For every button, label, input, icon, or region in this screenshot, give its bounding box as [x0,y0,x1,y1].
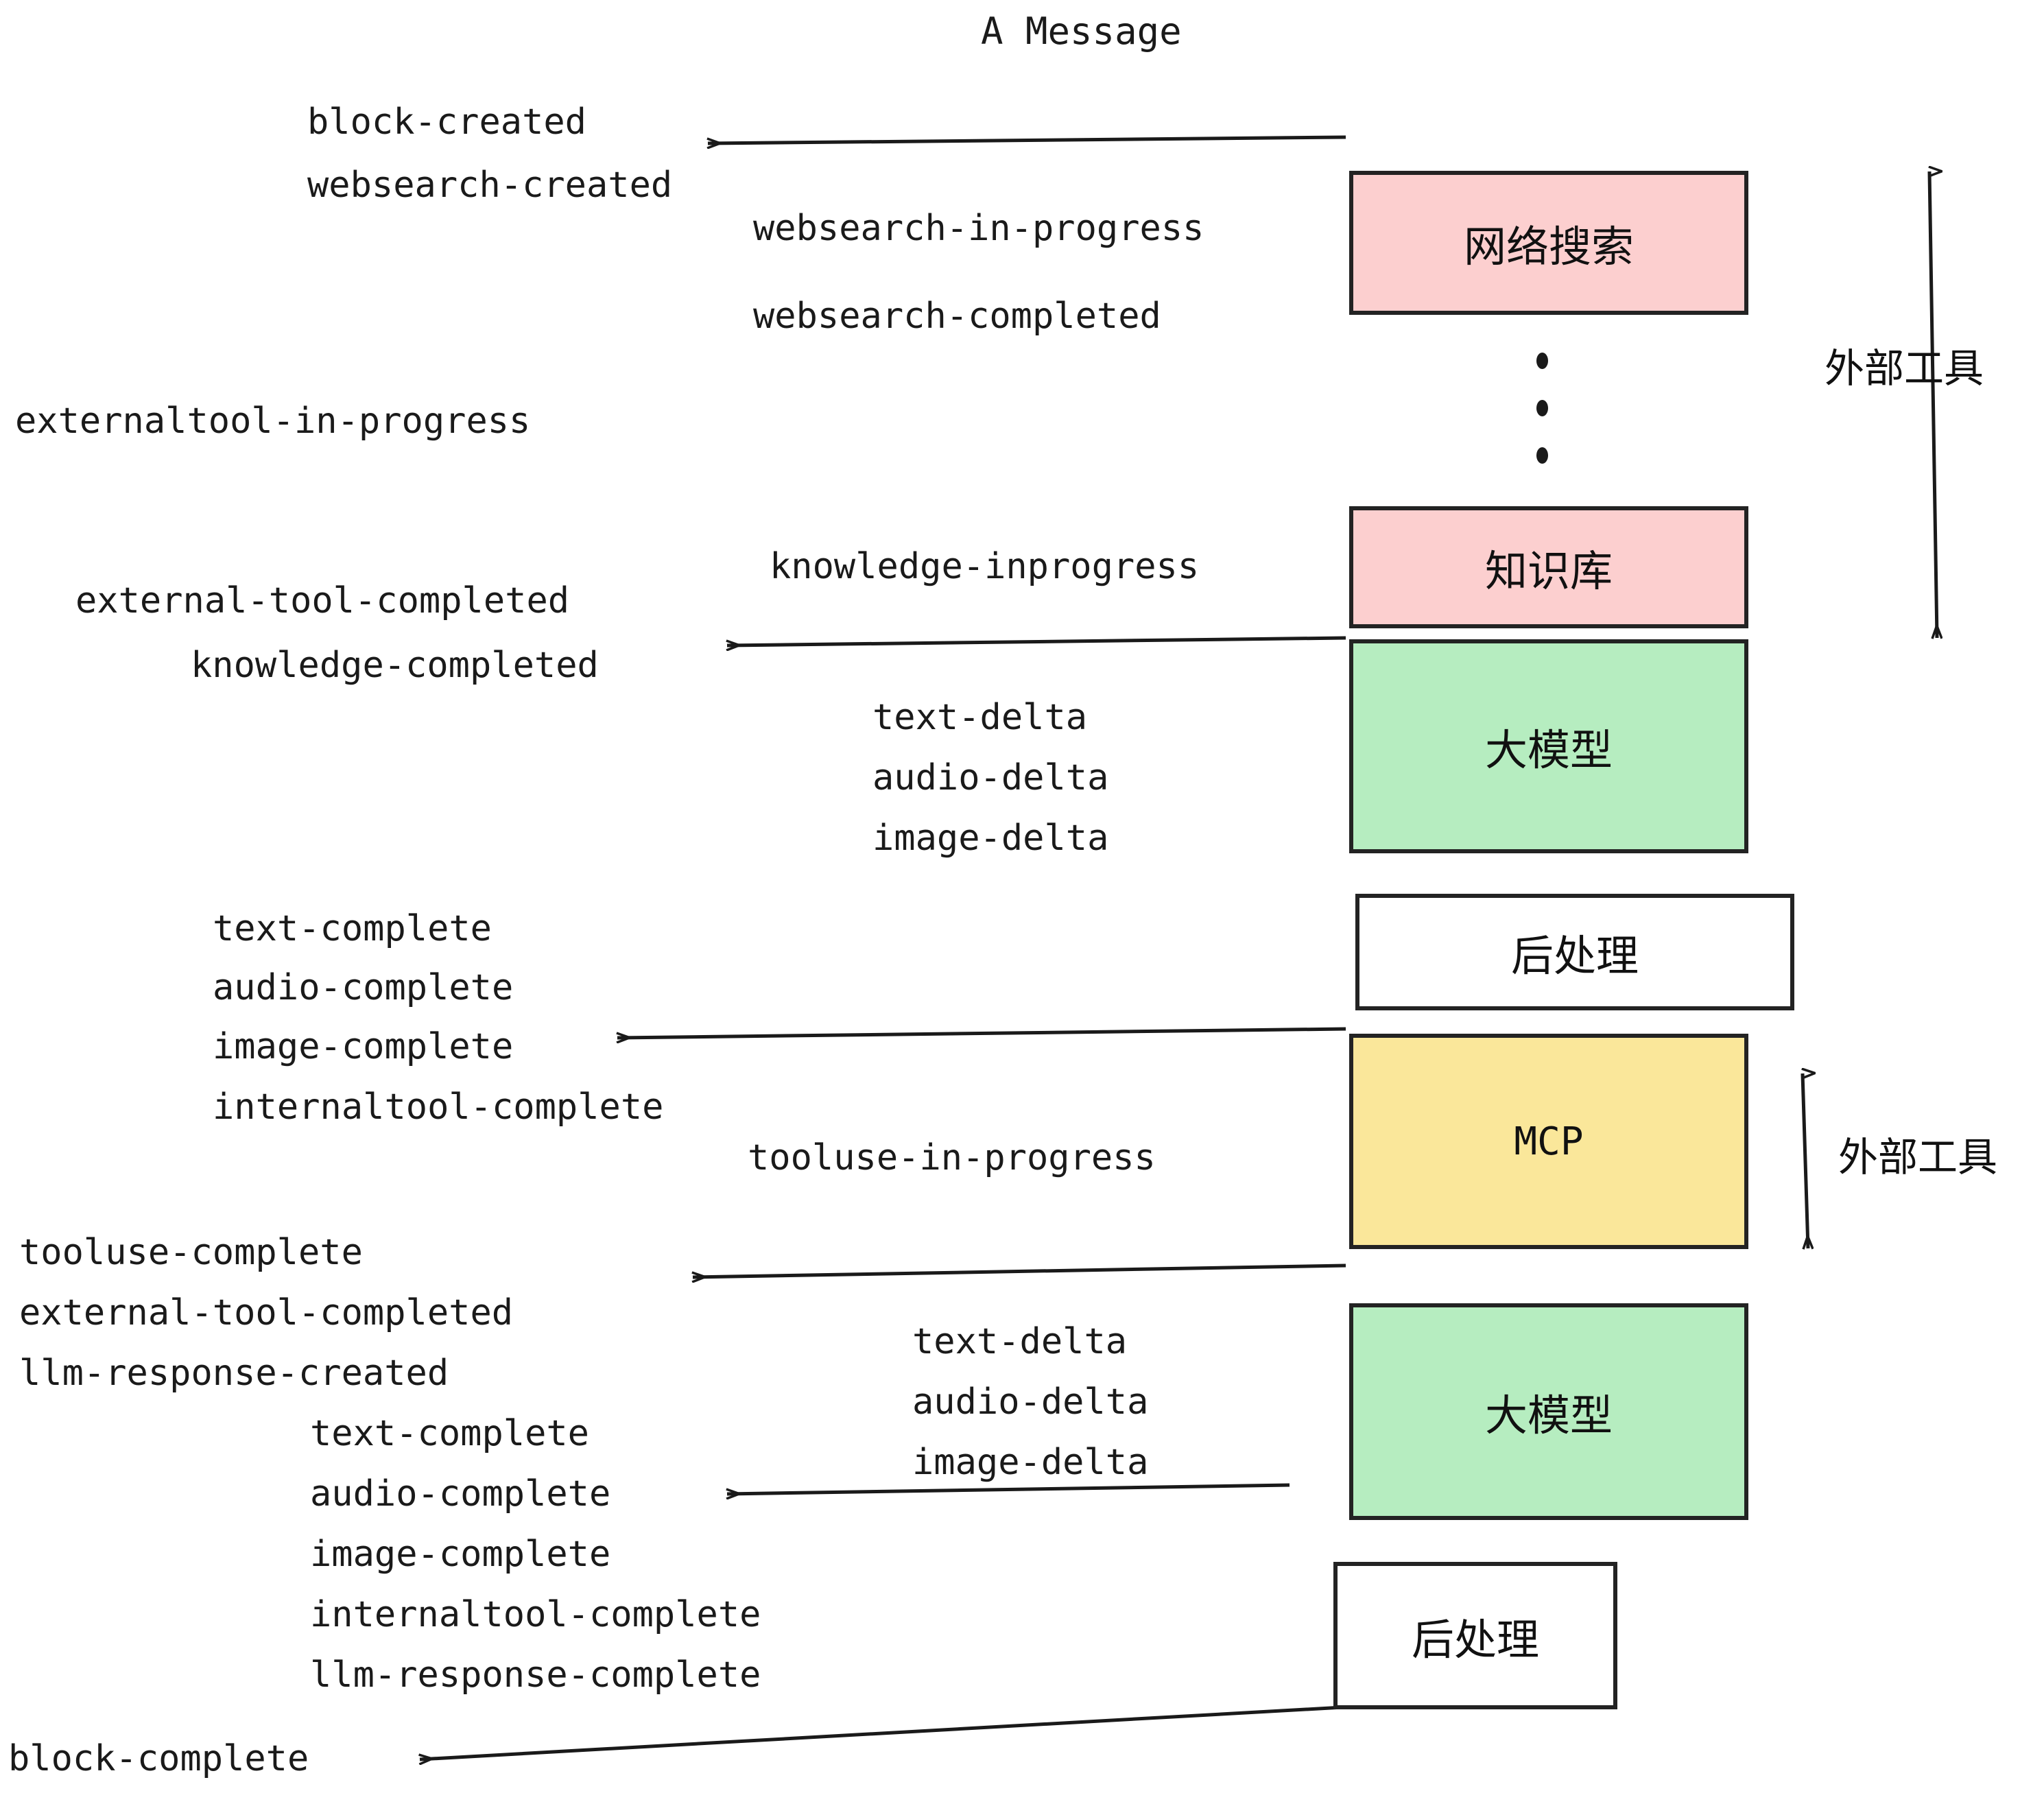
label-external-tool-bottom: 外部工具 [1838,1134,1998,1180]
event-websearch-in-progress: websearch-in-progress [753,208,1204,249]
box-websearch-label: 网络搜索 [1463,222,1634,272]
ellipsis-dot-3 [1536,447,1548,464]
event-tooluse-complete: tooluse-complete [19,1232,363,1273]
box-knowledge[interactable]: 知识库 [1349,506,1748,628]
arrow-knowledge-to-completed [727,636,1346,645]
event-block-created: block-created [307,102,586,143]
event-image-delta-1: image-delta [872,818,1109,859]
event-tooluse-in-progress: tooluse-in-progress [748,1137,1156,1178]
box-postprocess-bottom[interactable]: 后处理 [1333,1562,1617,1709]
event-text-delta-2: text-delta [912,1321,1128,1362]
box-postprocess-bottom-label: 后处理 [1411,1614,1539,1665]
event-internaltool-complete-1: internaltool-complete [213,1087,664,1128]
event-text-complete-1: text-complete [213,908,492,949]
event-image-delta-2: image-delta [912,1442,1149,1483]
event-externaltool-in-progress: externaltool-in-progress [15,401,531,442]
bracket-external-tool-top [1927,171,1937,638]
box-mcp-label: MCP [1514,1119,1584,1164]
diagram-title: A Message [981,10,1182,53]
arrow-mcp-to-tooluse-complete [693,1263,1346,1277]
event-block-complete: block-complete [8,1738,309,1779]
event-audio-delta-1: audio-delta [872,757,1109,798]
box-llm-top[interactable]: 大模型 [1349,639,1748,853]
box-mcp[interactable]: MCP [1349,1034,1748,1249]
box-llm-bottom-label: 大模型 [1484,1390,1613,1440]
box-llm-bottom[interactable]: 大模型 [1349,1303,1748,1520]
box-postprocess-top-label: 后处理 [1510,931,1639,981]
event-websearch-completed: websearch-completed [753,296,1161,337]
event-text-delta-1: text-delta [872,697,1088,738]
arrow-llm-to-audio-complete [727,1483,1290,1494]
arrow-websearch-to-block [708,135,1346,143]
ellipsis-dot-1 [1536,353,1548,369]
event-internaltool-complete-2: internaltool-complete [310,1594,761,1635]
event-audio-delta-2: audio-delta [912,1381,1149,1423]
event-audio-complete-2: audio-complete [310,1473,611,1515]
box-websearch[interactable]: 网络搜索 [1349,171,1748,315]
ellipsis-dot-2 [1536,400,1548,416]
event-llm-response-created: llm-response-created [19,1353,449,1394]
event-audio-complete-1: audio-complete [213,967,514,1008]
event-external-tool-completed-1: external-tool-completed [75,580,570,621]
event-llm-response-complete: llm-response-complete [310,1654,761,1696]
arrow-llm-to-image-complete [617,1027,1346,1038]
event-knowledge-inprogress: knowledge-inprogress [770,546,1200,587]
event-image-complete-2: image-complete [310,1534,611,1575]
event-websearch-created: websearch-created [307,165,673,206]
event-knowledge-completed: knowledge-completed [191,645,599,686]
bracket-external-tool-bottom [1801,1073,1808,1248]
box-llm-top-label: 大模型 [1484,725,1613,775]
arrow-postprocess-to-block-complete [420,1705,1355,1759]
event-image-complete-1: image-complete [213,1026,514,1067]
box-postprocess-top[interactable]: 后处理 [1355,894,1794,1010]
event-external-tool-completed-2: external-tool-completed [19,1292,514,1333]
event-text-complete-2: text-complete [310,1413,589,1454]
box-knowledge-label: 知识库 [1484,546,1613,596]
label-external-tool-top: 外部工具 [1825,345,1984,392]
